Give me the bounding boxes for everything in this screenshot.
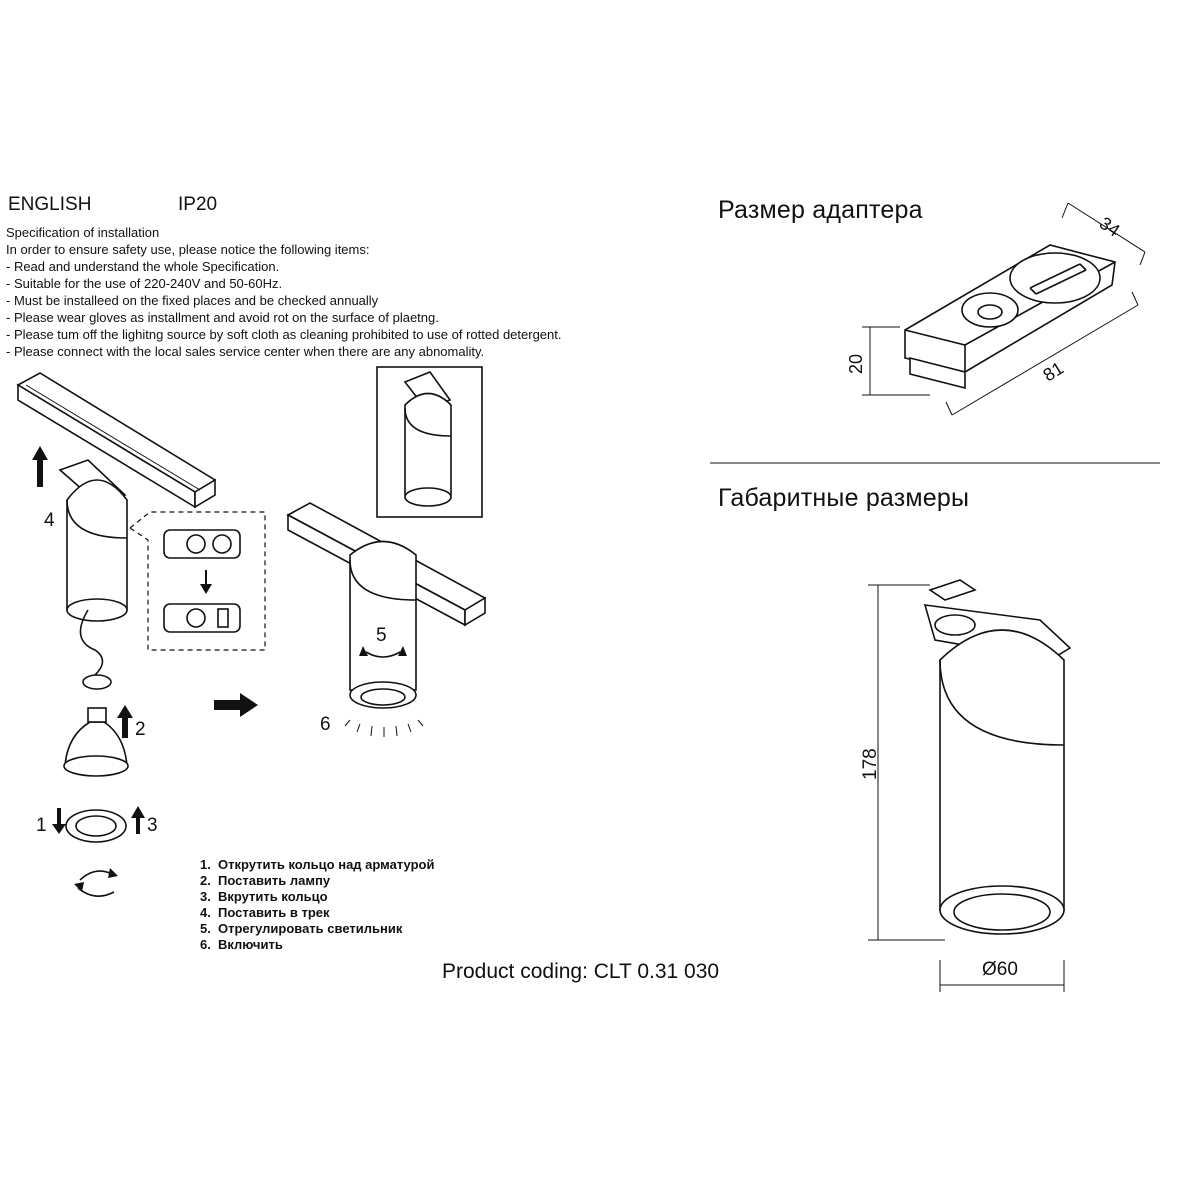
up-arrow-icon	[32, 446, 48, 487]
list-item: 6.Включить	[200, 937, 283, 952]
spec-line: - Must be installeed on the fixed places…	[6, 293, 379, 308]
overall-size-title: Габаритные размеры	[718, 484, 970, 512]
spec-line: - Read and understand the whole Specific…	[6, 259, 280, 274]
fixture-height-dim: 178	[860, 748, 881, 780]
up-arrow-icon	[117, 705, 133, 738]
rotate-arrows-icon	[74, 868, 118, 897]
down-arrow-icon	[52, 808, 66, 834]
lamp-step2	[63, 707, 129, 777]
adapter-dim-lines	[862, 202, 1146, 416]
spec-line: - Please wear gloves as installment and …	[6, 310, 439, 325]
list-item: 2.Поставить лампу	[200, 873, 331, 888]
step-label-4: 4	[44, 510, 55, 531]
track-rail	[16, 372, 217, 509]
spec-block: Specification of installation In order t…	[6, 224, 561, 360]
spec-line: - Please tum off the lighitng source by …	[6, 327, 562, 342]
ip-rating: IP20	[178, 194, 218, 215]
adapter-width-dim: 34	[1096, 213, 1124, 241]
list-item: 5.Отрегулировать светильник	[200, 921, 403, 936]
spec-line: - Suitable for the use of 220-240V and 5…	[6, 276, 283, 291]
up-arrow-icon	[131, 806, 145, 834]
language-label: ENGLISH	[8, 194, 92, 215]
fixture-dim-lines	[868, 584, 1065, 992]
adapter-drawing	[904, 244, 1116, 390]
step-label-1: 1	[36, 815, 47, 836]
adapter-detail-callout	[128, 511, 266, 651]
spec-line: - Please connect with the local sales se…	[6, 344, 485, 359]
list-item: 1.Открутить кольцо над арматурой	[200, 857, 435, 872]
adapter-height-dim: 20	[846, 354, 866, 374]
adapter-length-dim: 81	[1040, 358, 1068, 386]
fixture-diameter-dim: Ø60	[982, 959, 1018, 980]
list-item: 4.Поставить в трек	[200, 905, 330, 920]
step-label-5: 5	[376, 625, 387, 646]
fixture-mounted	[344, 540, 424, 737]
fixture-step4	[58, 459, 128, 690]
product-coding: Product coding: CLT 0.31 030	[442, 960, 720, 983]
fixture-drawing	[923, 579, 1072, 935]
step-label-2: 2	[135, 719, 146, 740]
spec-title: Specification of installation	[6, 225, 160, 240]
section-divider	[710, 462, 1160, 464]
list-item: 3.Вкрутить кольцо	[200, 889, 328, 904]
step-label-3: 3	[147, 815, 158, 836]
steps-list: 1.Открутить кольцо над арматурой 2.Поста…	[200, 857, 434, 953]
spec-line: In order to ensure safety use, please no…	[6, 242, 370, 257]
step-label-6: 6	[320, 714, 331, 735]
inset-detail	[376, 366, 483, 518]
right-arrow-icon	[214, 693, 258, 717]
adapter-size-title: Размер адаптера	[718, 196, 923, 224]
ring-step1-3	[65, 809, 127, 843]
